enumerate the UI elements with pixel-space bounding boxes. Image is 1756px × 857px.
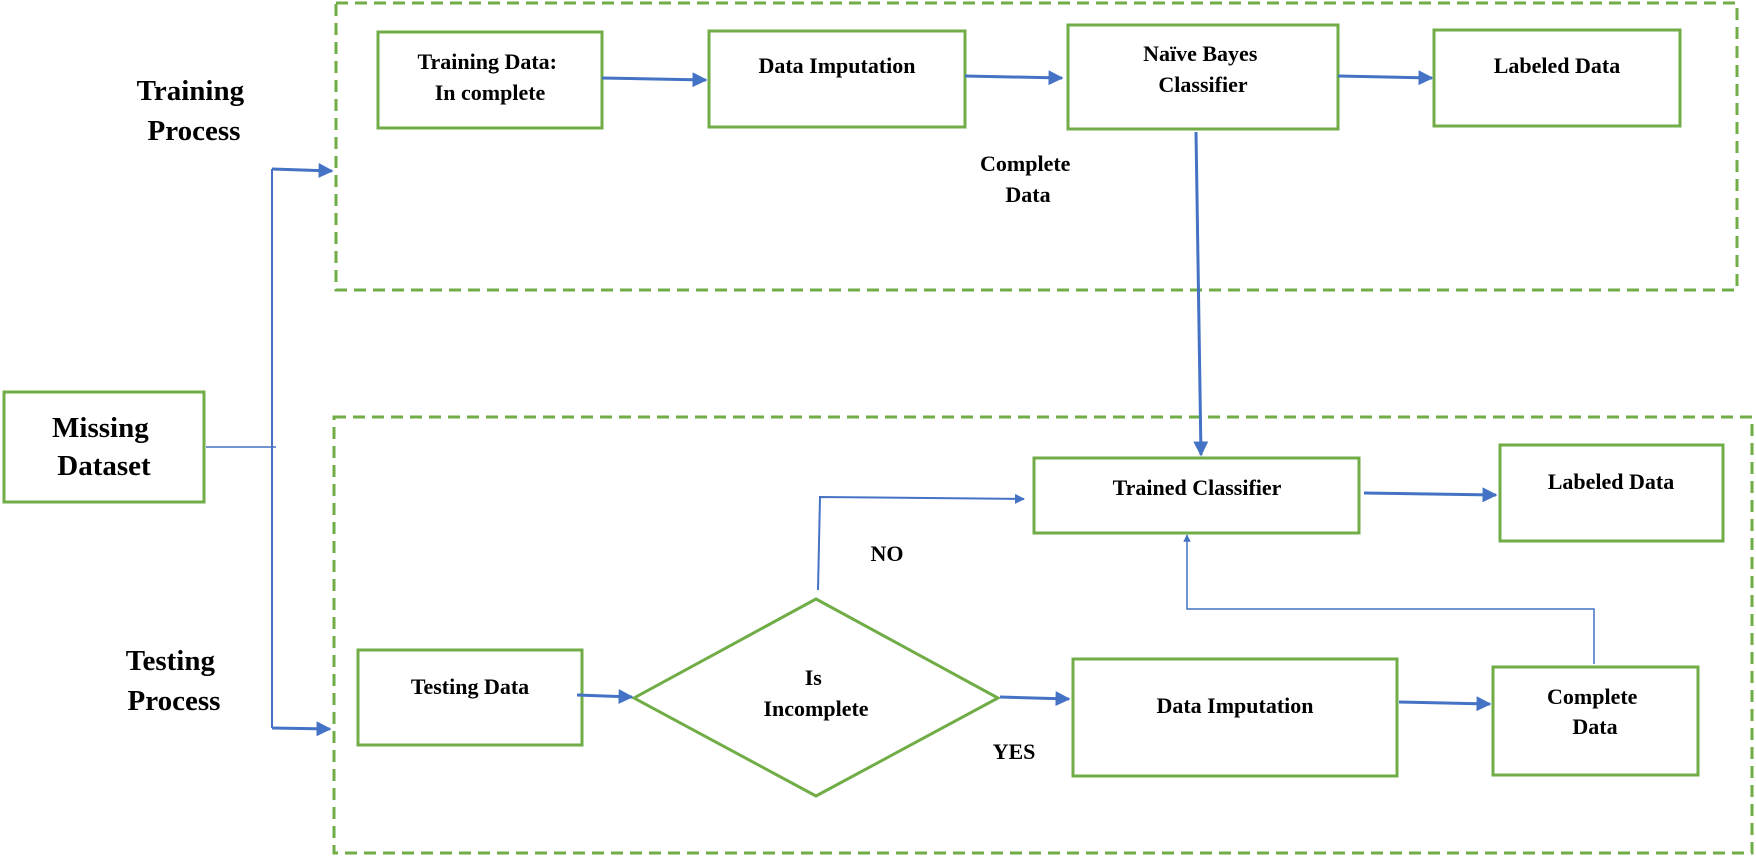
imputation-to-nb-arrow xyxy=(964,70,1064,86)
training-process-title: Training Process xyxy=(137,75,252,147)
complete-data-test-label: Complete Data xyxy=(1547,684,1643,739)
nb-to-trained-arrow xyxy=(1193,131,1209,457)
data-imputation-train-label: Data Imputation xyxy=(758,53,915,78)
testing-process-title: Testing Process xyxy=(126,645,222,717)
data-imputation-test-label: Data Imputation xyxy=(1156,693,1313,718)
naive-bayes-label: Naïve Bayes Classifier xyxy=(1143,41,1263,97)
bus-to-training-arrow xyxy=(271,163,334,179)
trained-to-labeled-arrow xyxy=(1363,487,1498,503)
diamond-yes-to-imputation-arrow xyxy=(999,691,1071,707)
labeled-data-test-box xyxy=(1498,443,1725,543)
training-process-group xyxy=(334,1,1739,292)
data-imputation-test-box xyxy=(1071,657,1399,778)
complete-data-test-box xyxy=(1491,665,1700,777)
is-incomplete-label: Is Incomplete xyxy=(763,665,868,721)
nb-to-labeled-arrow xyxy=(1337,70,1434,86)
yes-edge-label: YES xyxy=(993,739,1036,764)
testing-data-label: Testing Data xyxy=(411,674,529,699)
trained-classifier-label: Trained Classifier xyxy=(1113,475,1282,500)
imputation-to-complete-arrow xyxy=(1398,696,1492,712)
no-edge-label: NO xyxy=(871,541,904,566)
missing-dataset-box xyxy=(2,390,206,504)
complete-to-trained-arrow xyxy=(1183,534,1595,664)
complete-data-edge-label: Complete Data xyxy=(980,151,1076,207)
testing-to-diamond-arrow xyxy=(576,689,634,705)
labeled-data-test-label: Labeled Data xyxy=(1548,469,1675,494)
is-incomplete-diamond xyxy=(630,597,1002,798)
data-imputation-train-box xyxy=(707,29,967,129)
trained-classifier-box xyxy=(1032,456,1361,535)
diamond-no-to-trained-arrow xyxy=(817,493,1025,591)
testing-process-group xyxy=(332,415,1754,855)
bus-to-testing-arrow xyxy=(271,721,332,737)
labeled-data-train-label: Labeled Data xyxy=(1494,53,1621,78)
missing-dataset-label: Missing Dataset xyxy=(52,412,156,482)
training-to-imputation-arrow xyxy=(601,72,708,88)
training-data-label: Training Data: In complete xyxy=(417,49,562,105)
training-data-box xyxy=(376,30,604,130)
testing-data-box xyxy=(356,648,584,747)
labeled-data-train-box xyxy=(1432,28,1682,128)
connectors xyxy=(206,70,1595,737)
